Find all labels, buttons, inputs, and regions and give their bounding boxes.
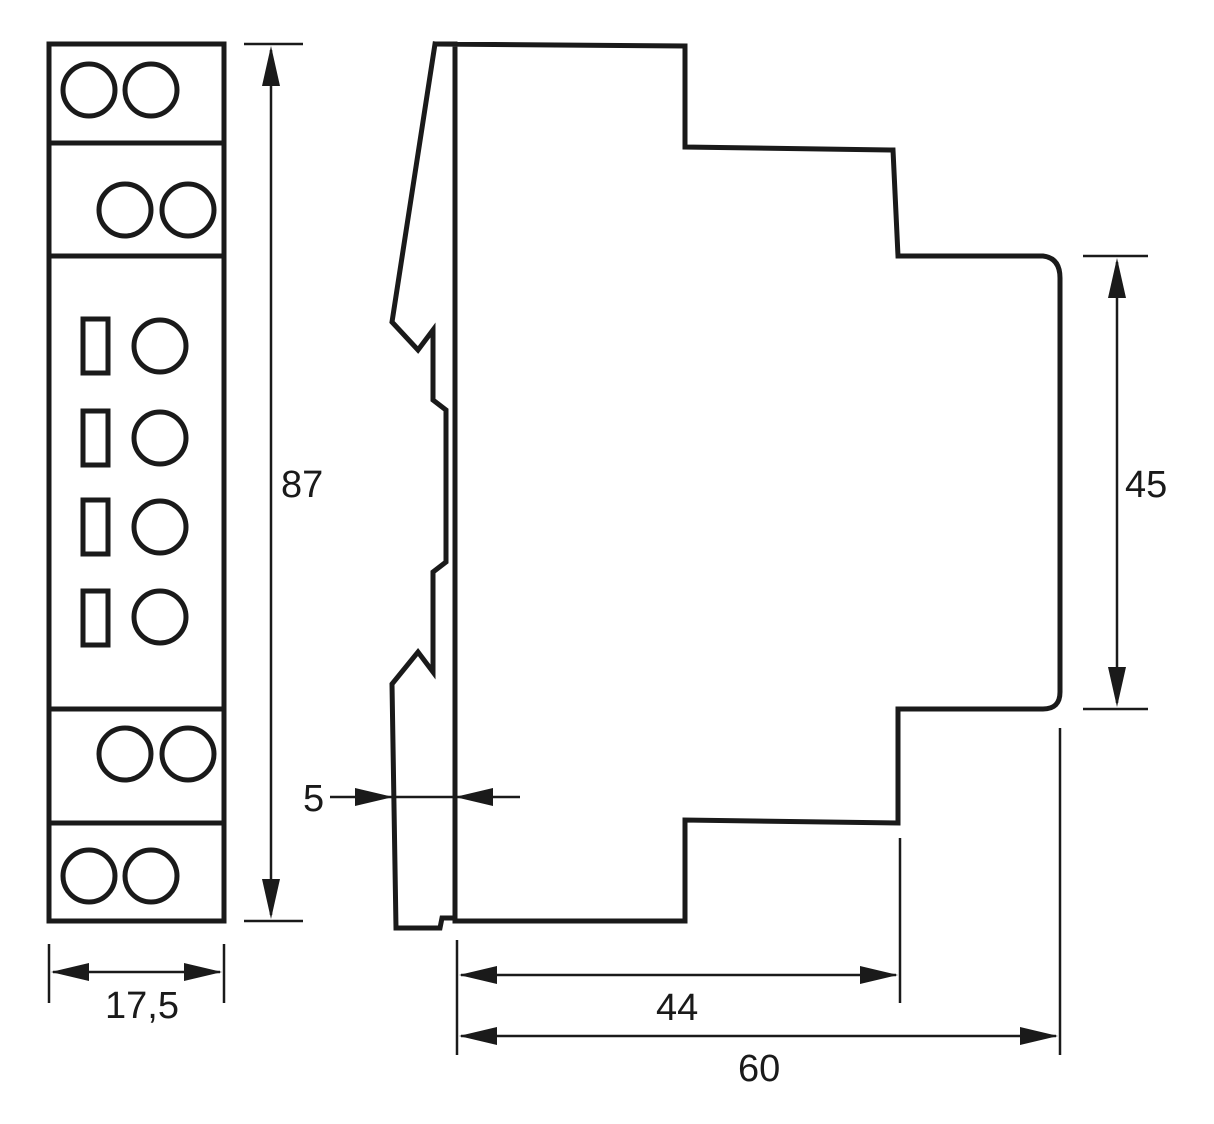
dimension-width-label: 17,5 (105, 985, 179, 1027)
terminal-screw (131, 317, 189, 375)
dimension-width: 17,5 (47, 944, 226, 1027)
dimension-depth-shoulder-label: 44 (656, 987, 698, 1029)
indicator-window (80, 497, 111, 557)
front-view (46, 41, 227, 924)
dimension-height-label: 87 (281, 464, 323, 506)
front-view-body (46, 41, 227, 924)
dimension-depth-total: 60 (459, 728, 1062, 1090)
terminal-screw (159, 725, 217, 783)
terminal-screw (131, 588, 189, 646)
dimension-rail-offset: 5 (303, 778, 520, 820)
dimension-terminal-height: 45 (1083, 254, 1167, 711)
side-view-body (434, 41, 1063, 924)
terminal-screw (122, 847, 180, 905)
terminal-screw (96, 181, 154, 239)
terminal-screw (122, 61, 180, 119)
terminal-screw (159, 181, 217, 239)
terminal-screw (131, 498, 189, 556)
dimension-terminal-height-label: 45 (1125, 464, 1167, 506)
terminal-screw (60, 847, 118, 905)
dimension-rail-offset-label: 5 (303, 778, 324, 820)
dimension-depth-shoulder: 44 (455, 838, 902, 1055)
side-view (389, 41, 1063, 931)
terminal-screw (60, 61, 118, 119)
terminal-screw (96, 725, 154, 783)
din-clip (389, 41, 458, 931)
indicator-window (80, 408, 111, 468)
terminal-screw (131, 409, 189, 467)
indicator-window (80, 588, 111, 648)
dimension-depth-total-label: 60 (738, 1048, 780, 1090)
indicator-window (80, 316, 111, 376)
dimension-height: 87 (244, 42, 323, 923)
